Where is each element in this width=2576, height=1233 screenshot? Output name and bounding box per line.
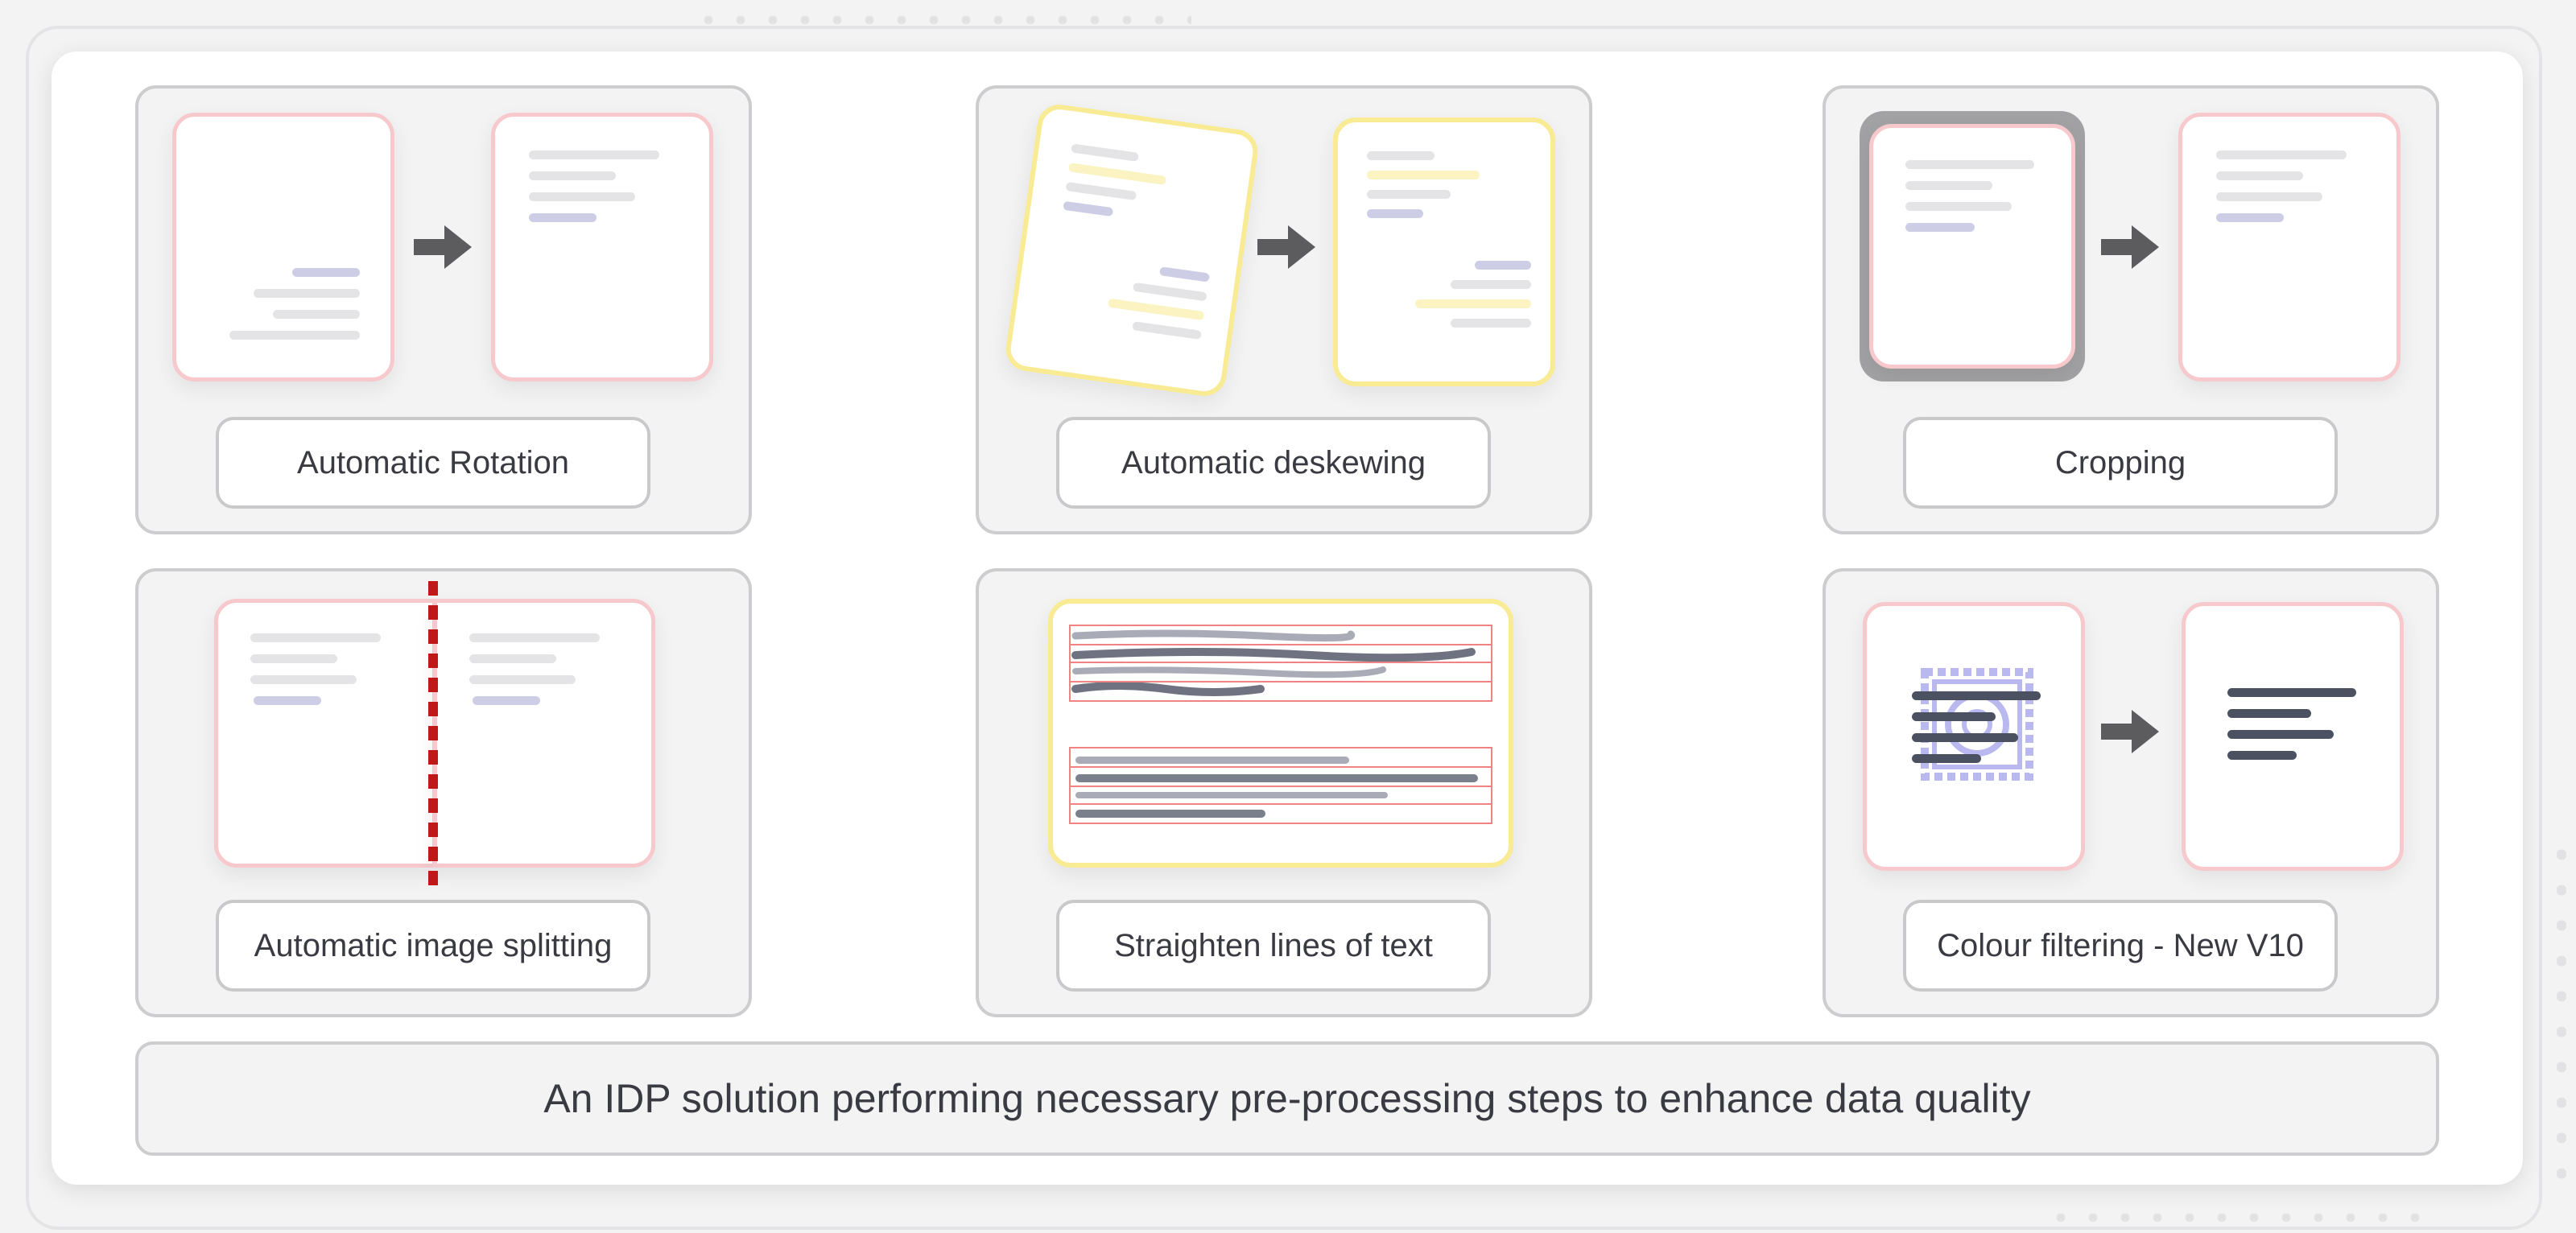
label-automatic-deskewing: Automatic deskewing <box>1056 417 1491 509</box>
label-cropping: Cropping <box>1903 417 2338 509</box>
text-line <box>1912 691 2041 700</box>
right-arrow-icon <box>2101 710 2159 753</box>
straight-line <box>1075 774 1478 782</box>
text-line <box>2227 688 2356 697</box>
right-arrow-icon <box>1257 225 1315 269</box>
document-with-stamp-icon <box>1863 602 2085 871</box>
text-line <box>1912 712 1996 721</box>
tile-automatic-deskewing: Automatic deskewing <box>976 85 1592 534</box>
straight-line <box>1075 792 1388 798</box>
decorative-dots <box>2045 1214 2431 1222</box>
document-uncropped-icon <box>1869 124 2075 369</box>
label-automatic-image-splitting: Automatic image splitting <box>216 900 650 992</box>
text-line <box>2227 709 2311 718</box>
right-arrow-icon <box>2101 225 2159 269</box>
tile-straighten-lines-of-text: Straighten lines of text <box>976 568 1592 1017</box>
right-arrow-icon <box>414 225 472 269</box>
tile-colour-filtering: Colour filtering - New V10 <box>1823 568 2439 1017</box>
document-after-icon <box>491 113 713 381</box>
line-box <box>1069 766 1492 787</box>
document-skewed-icon <box>1003 101 1261 399</box>
label-colour-filtering: Colour filtering - New V10 <box>1903 900 2338 992</box>
straight-line <box>1075 810 1265 818</box>
text-line <box>1912 733 2018 742</box>
tile-automatic-rotation: Automatic Rotation <box>135 85 752 534</box>
tile-cropping: Cropping <box>1823 85 2439 534</box>
split-line <box>428 581 438 895</box>
outer-frame <box>26 26 2542 1230</box>
decorative-dots <box>2557 837 2566 1191</box>
label-automatic-rotation: Automatic Rotation <box>216 417 650 509</box>
text-line <box>2227 751 2297 760</box>
tile-automatic-image-splitting: Automatic image splitting <box>135 568 752 1017</box>
line-box <box>1069 644 1492 663</box>
document-cropped-icon <box>2178 113 2401 381</box>
line-box <box>1069 662 1492 682</box>
document-text-lines-icon <box>1048 599 1513 868</box>
document-filtered-icon <box>2182 602 2404 871</box>
main-panel: Automatic Rotation Automatic deskewin <box>52 52 2523 1185</box>
decorative-dots <box>692 16 1191 24</box>
document-right-page-icon <box>433 599 655 868</box>
document-left-page-icon <box>214 599 436 868</box>
text-line <box>1912 754 1981 763</box>
straight-line <box>1075 757 1349 764</box>
document-before-icon <box>172 113 394 381</box>
line-box <box>1069 625 1492 702</box>
wavy-text-lines <box>1071 629 1476 696</box>
footer-banner: An IDP solution performing necessary pre… <box>135 1041 2439 1156</box>
document-straightened-icon <box>1333 118 1555 386</box>
line-box <box>1069 786 1492 805</box>
label-straighten-lines-of-text: Straighten lines of text <box>1056 900 1491 992</box>
stamp-seal-icon <box>1921 668 2033 781</box>
text-line <box>2227 730 2334 739</box>
